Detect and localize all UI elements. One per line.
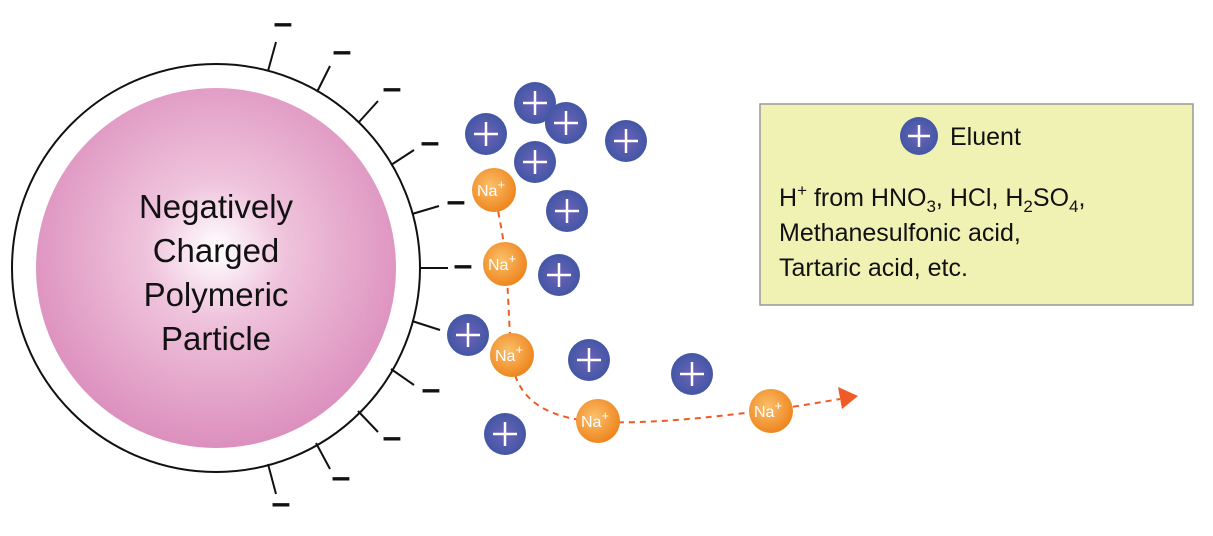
sodium-ion: Na+ xyxy=(749,389,793,433)
legend-sub-b: 2 xyxy=(1023,197,1032,216)
eluent-ion xyxy=(671,353,713,395)
legend-line-2: Methanesulfonic acid, xyxy=(779,219,1021,247)
legend-title: Eluent xyxy=(950,123,1021,151)
eluent-ion xyxy=(538,254,580,296)
negative-charge: – xyxy=(447,182,466,220)
sodium-ion: Na+ xyxy=(483,242,527,286)
charge-stub xyxy=(267,463,277,495)
legend-h-charge: + xyxy=(797,181,807,200)
svg-text:Na+: Na+ xyxy=(488,251,516,274)
eluent-ion xyxy=(568,339,610,381)
eluent-ion xyxy=(546,190,588,232)
sodium-ion: Na+ xyxy=(472,168,516,212)
negative-charge: – xyxy=(272,484,291,522)
sodium-ion-charge: + xyxy=(497,177,505,192)
sodium-ion: Na+ xyxy=(490,333,534,377)
negative-charge: – xyxy=(421,123,440,161)
eluent-ion xyxy=(447,314,489,356)
charge-stub xyxy=(357,410,379,433)
eluent-ion xyxy=(465,113,507,155)
svg-text:Na+: Na+ xyxy=(495,342,523,365)
legend-background xyxy=(759,103,1194,306)
legend-text-d: , xyxy=(1078,184,1085,212)
sodium-ion-label: Na xyxy=(477,183,498,200)
particle-label-line-3: Polymeric xyxy=(144,276,289,313)
legend-text-a: from HNO xyxy=(807,184,926,212)
legend-sub-c: 4 xyxy=(1069,197,1078,216)
sodium-ion-label: Na xyxy=(754,404,775,421)
charge-stub xyxy=(358,100,379,123)
flow-arrowhead xyxy=(838,387,858,409)
legend-line-3: Tartaric acid, etc. xyxy=(779,254,968,282)
sodium-ion-label: Na xyxy=(488,257,509,274)
legend-eluent-icon xyxy=(900,117,938,155)
particle-label-line-2: Charged xyxy=(153,232,280,269)
eluent-ion xyxy=(514,141,556,183)
negative-charge: – xyxy=(383,418,402,456)
sodium-ion-charge: + xyxy=(508,251,516,266)
eluent-ions xyxy=(447,82,713,455)
negative-charge: – xyxy=(274,4,293,42)
sodium-ion-charge: + xyxy=(601,408,609,423)
legend-h: H xyxy=(779,184,797,212)
negative-charge: – xyxy=(383,69,402,107)
legend-text-c: SO xyxy=(1033,184,1069,212)
charge-stub xyxy=(267,41,277,72)
legend-sub-a: 3 xyxy=(926,197,935,216)
negative-charge: – xyxy=(332,458,351,496)
negative-charge: – xyxy=(333,32,352,70)
sodium-ion-label: Na xyxy=(495,348,516,365)
particle-label-line-4: Particle xyxy=(161,320,271,357)
polymeric-particle xyxy=(36,88,396,448)
charge-stub xyxy=(390,368,415,386)
charge-stub xyxy=(411,320,441,331)
svg-text:Na+: Na+ xyxy=(477,177,505,200)
svg-text:Na+: Na+ xyxy=(581,408,609,431)
surface-charges: – – – – – – – – – – xyxy=(272,4,473,522)
eluent-ion xyxy=(605,120,647,162)
particle-label-line-1: Negatively xyxy=(139,188,294,225)
sodium-ions: Na+ Na+ Na+ Na+ Na+ xyxy=(472,168,793,443)
sodium-ion-charge: + xyxy=(515,342,523,357)
legend-box: Eluent H+ from HNO3, HCl, H2SO4, Methane… xyxy=(759,103,1194,306)
charge-stub xyxy=(316,65,331,93)
legend-text-b: , HCl, H xyxy=(936,184,1024,212)
charge-stub xyxy=(411,205,440,215)
svg-text:Na+: Na+ xyxy=(754,398,782,421)
negative-charge: – xyxy=(422,370,441,408)
charge-stub xyxy=(390,149,415,166)
sodium-ion-label: Na xyxy=(581,414,602,431)
sodium-ion: Na+ xyxy=(576,399,620,443)
surface-charge-stubs xyxy=(267,41,448,495)
sodium-ion-charge: + xyxy=(774,398,782,413)
eluent-ion xyxy=(545,102,587,144)
legend-line-1: H+ from HNO3, HCl, H2SO4, xyxy=(779,181,1085,216)
eluent-ion xyxy=(514,82,556,124)
particle-label: Negatively Charged Polymeric Particle xyxy=(139,188,294,357)
eluent-ion xyxy=(484,413,526,455)
negative-charge: – xyxy=(454,246,473,284)
charge-stub xyxy=(315,442,331,470)
